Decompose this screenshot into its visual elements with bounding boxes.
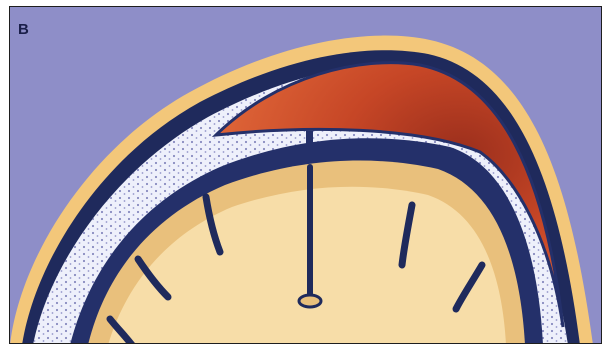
diagram-canvas: [10, 7, 602, 344]
midline-fissure-end: [299, 295, 321, 307]
epidural-hematoma-diagram: B: [9, 6, 602, 344]
panel-label: B: [18, 21, 29, 38]
skull-suture: [306, 131, 313, 167]
